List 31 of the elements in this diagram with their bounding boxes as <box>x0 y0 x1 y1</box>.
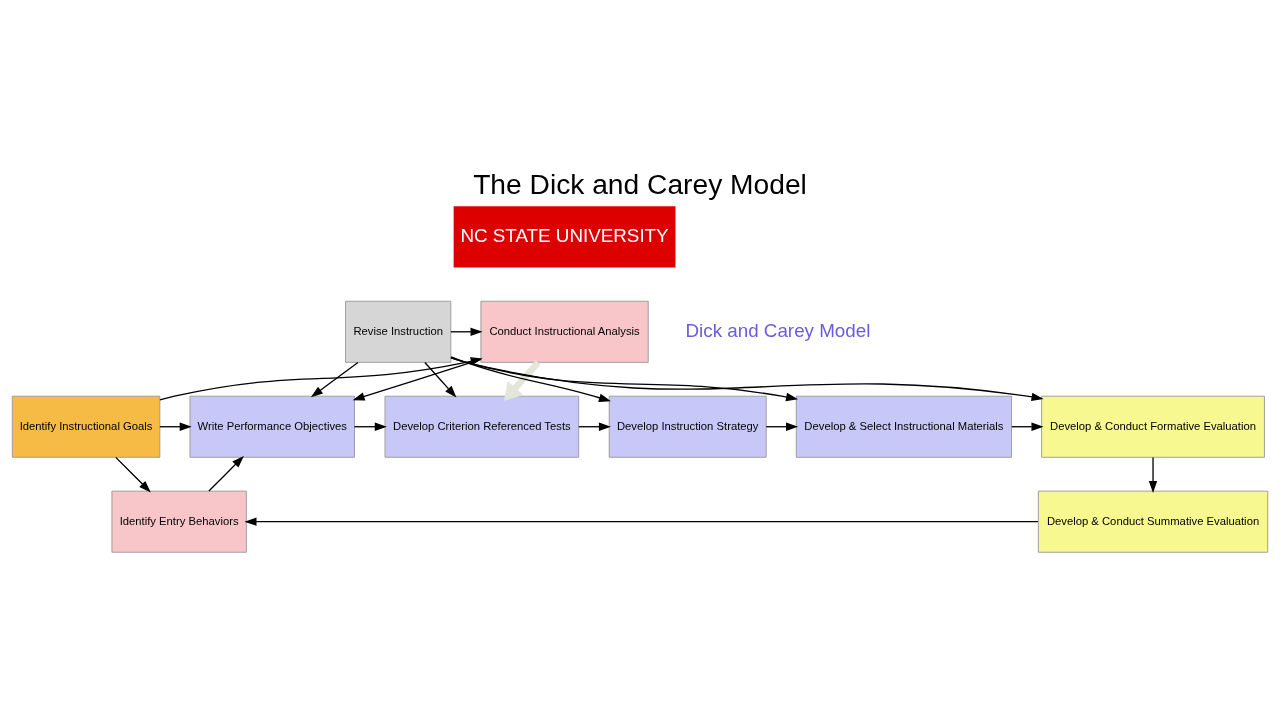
arrow <box>208 456 244 492</box>
node-box: Develop Instruction Strategy <box>608 395 767 458</box>
node-box: Develop & Conduct Summative Evaluation <box>1037 490 1269 553</box>
arrow <box>115 456 151 493</box>
arrow <box>310 361 359 398</box>
arrow <box>450 327 483 337</box>
node-box: Write Performance Objectives <box>189 395 355 458</box>
arrow <box>504 360 541 401</box>
arrow <box>424 361 457 398</box>
arrow <box>353 422 387 431</box>
arrow <box>244 517 1039 526</box>
node-box: Identify Entry Behaviors <box>111 490 247 553</box>
label: Dick and Carey Model <box>685 319 871 341</box>
node-box: Develop & Select Instructional Materials <box>795 395 1012 458</box>
node-box: Identify Instructional Goals <box>11 395 161 458</box>
node-box: Conduct Instructional Analysis <box>480 300 649 363</box>
arrow <box>352 358 482 401</box>
arrow <box>450 357 1044 402</box>
arrow <box>159 422 192 431</box>
diagram-title: The Dick and Carey Model <box>473 168 807 201</box>
label: NC STATE UNIVERSITY <box>460 224 669 246</box>
arrow <box>578 422 611 431</box>
arrow <box>1148 456 1158 493</box>
arrow <box>450 356 799 402</box>
arrow <box>765 422 799 431</box>
node-box: Revise Instruction <box>345 300 452 363</box>
node-box: Develop Criterion Referenced Tests <box>384 395 580 458</box>
arrow <box>450 356 611 402</box>
node-box: Develop & Conduct Formative Evaluation <box>1041 395 1265 458</box>
arrow <box>1011 422 1044 431</box>
arrow <box>159 357 483 401</box>
